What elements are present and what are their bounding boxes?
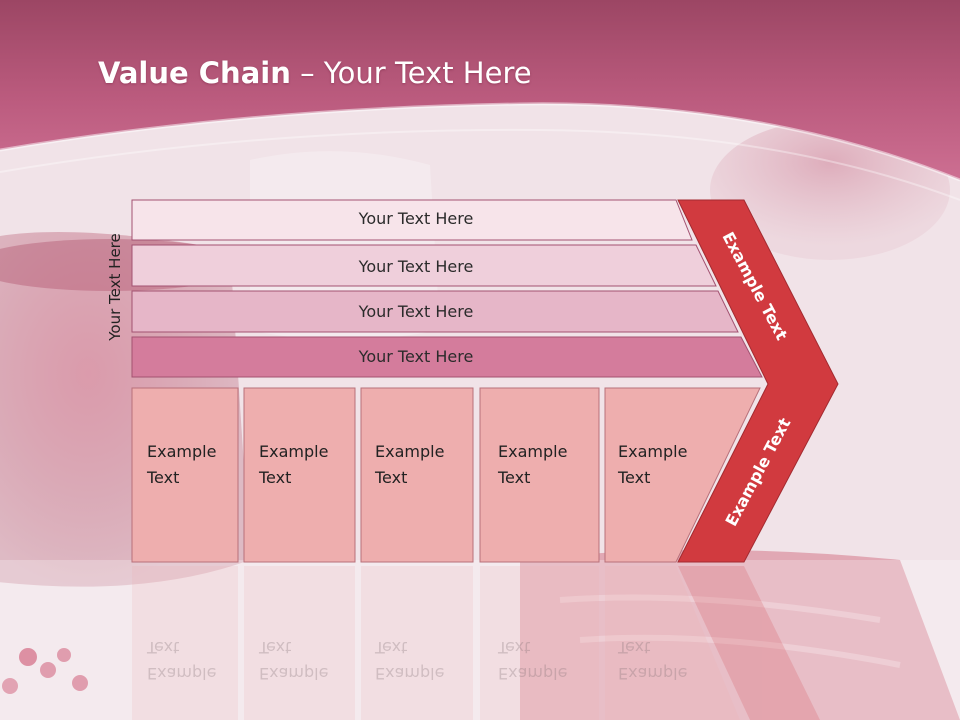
column-2-reflection-line1: Example — [259, 664, 329, 683]
chevron-arrow — [677, 199, 839, 563]
column-5-reflection-line1: Example — [618, 664, 688, 683]
bar-3 — [131, 290, 739, 333]
column-3-label: Example Text — [375, 439, 470, 491]
bar-1 — [131, 199, 693, 241]
column-1-label: Example Text — [147, 439, 242, 491]
column-1 — [131, 387, 239, 563]
column-1-reflection-line1: Example — [147, 664, 217, 683]
column-4 — [479, 387, 600, 563]
column-1-line2: Text — [147, 468, 180, 487]
column-2-line1: Example — [259, 442, 329, 461]
column-3-reflection: Example Text — [375, 634, 470, 686]
column-4-line1: Example — [498, 442, 568, 461]
column-2 — [243, 387, 356, 563]
title-bold: Value Chain — [98, 56, 291, 90]
bar-3-label: Your Text Here — [358, 302, 474, 321]
column-2-reflection: Example Text — [259, 634, 354, 686]
reflection — [132, 566, 820, 720]
column-5-line1: Example — [618, 442, 688, 461]
bar-2-label: Your Text Here — [358, 257, 474, 276]
column-5-reflection: Example Text — [618, 634, 713, 686]
column-5-line2: Text — [618, 468, 651, 487]
bar-2 — [131, 244, 717, 287]
column-4-line2: Text — [498, 468, 531, 487]
column-1-reflection: Example Text — [147, 634, 242, 686]
column-5-reflection-line2: Text — [618, 638, 651, 657]
column-4-reflection-line2: Text — [498, 638, 531, 657]
column-5-label: Example Text — [618, 439, 713, 491]
column-3-reflection-line1: Example — [375, 664, 445, 683]
column-4-reflection: Example Text — [498, 634, 593, 686]
title-rest: – Your Text Here — [290, 56, 532, 90]
page-title: Value Chain – Your Text Here — [98, 56, 532, 90]
column-2-line2: Text — [259, 468, 292, 487]
column-1-line1: Example — [147, 442, 217, 461]
column-3-line2: Text — [375, 468, 408, 487]
column-2-label: Example Text — [259, 439, 354, 491]
column-5 — [604, 387, 761, 563]
column-4-reflection-line1: Example — [498, 664, 568, 683]
column-3-line1: Example — [375, 442, 445, 461]
bar-4 — [131, 336, 763, 378]
side-label-text: Your Text Here — [106, 233, 124, 341]
column-3 — [360, 387, 474, 563]
bar-4-label: Your Text Here — [358, 347, 474, 366]
bar-1-label: Your Text Here — [358, 209, 474, 228]
column-3-reflection-line2: Text — [375, 638, 408, 657]
column-4-label: Example Text — [498, 439, 593, 491]
column-1-reflection-line2: Text — [147, 638, 180, 657]
column-2-reflection-line2: Text — [259, 638, 292, 657]
